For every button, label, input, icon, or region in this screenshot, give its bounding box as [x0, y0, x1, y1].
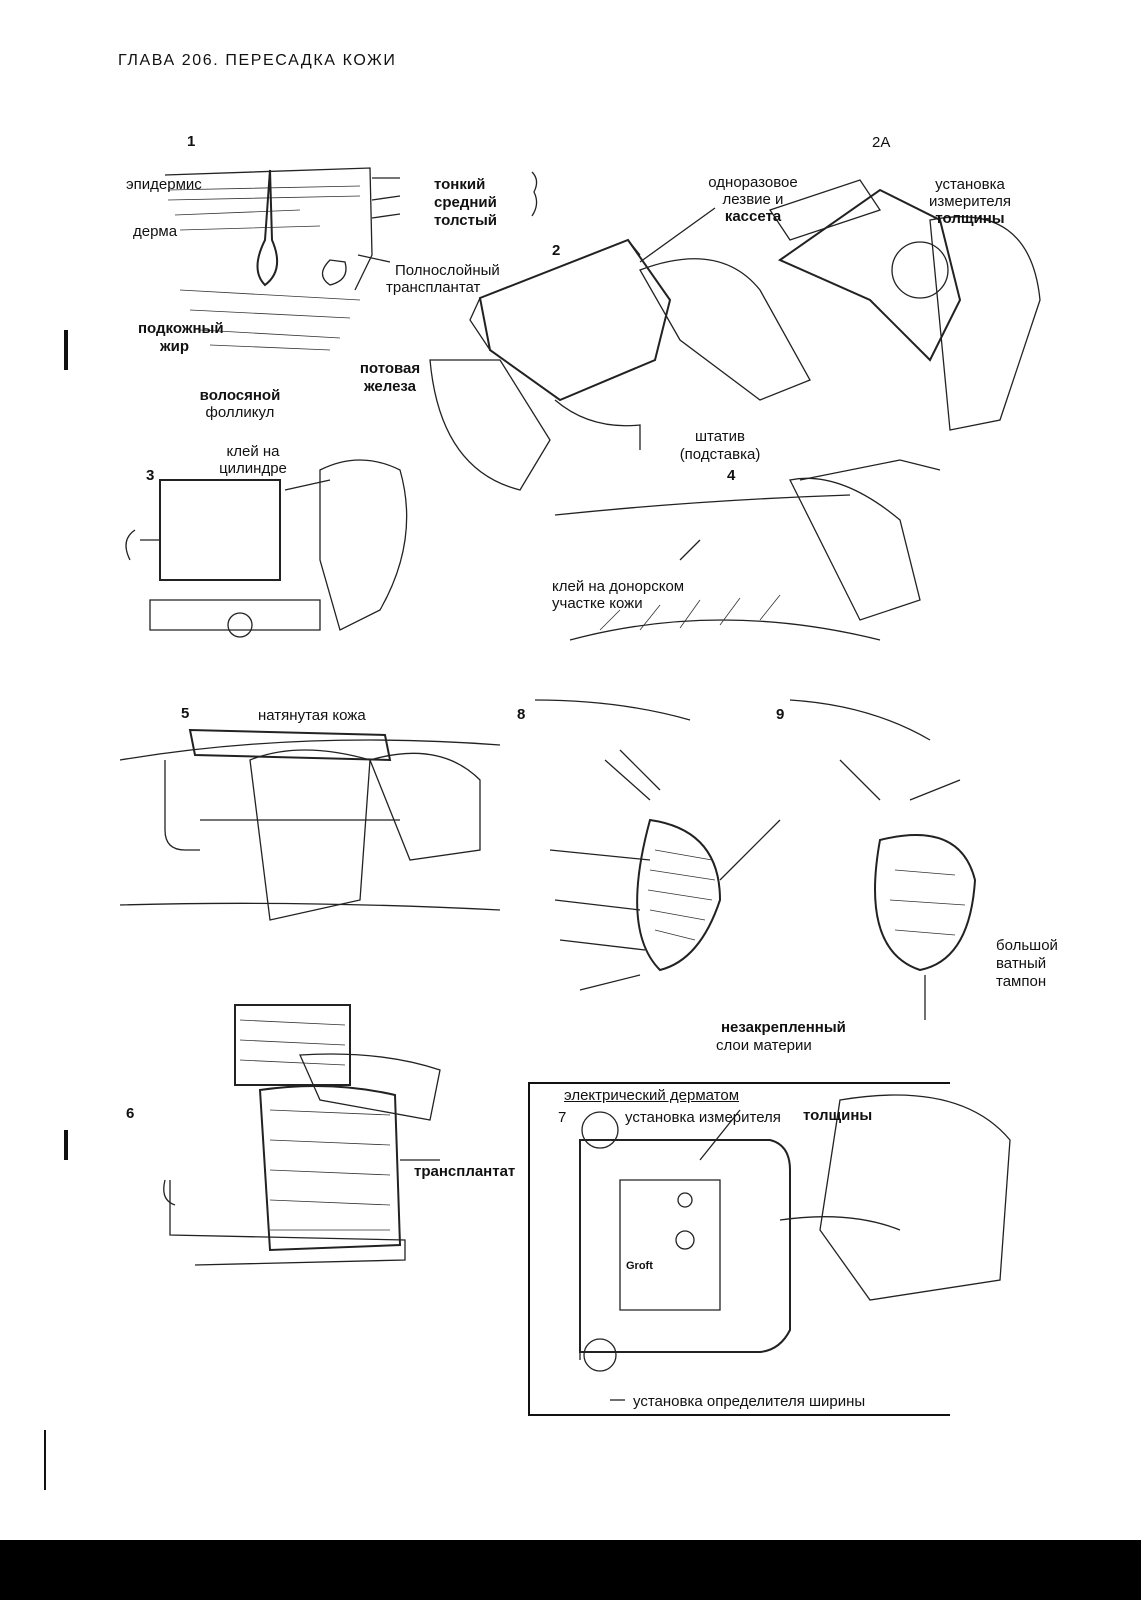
fig2a-gauge — [768, 179, 1041, 431]
fig3-number: 3 — [146, 467, 155, 484]
fig7-electric-dermatome — [579, 1094, 1011, 1401]
fig2a-gauge-line2: измерителя — [928, 193, 1012, 210]
fig4-glue-line1: клей на донорском — [552, 578, 685, 595]
fig1-number: 1 — [187, 133, 196, 150]
fig3-glue-line2: цилиндре — [219, 460, 287, 477]
chapter-title: ГЛАВА 206. ПЕРЕСАДКА КОЖИ — [118, 52, 397, 69]
fig1-medium-label: средний — [434, 194, 497, 211]
fig9-tampon-line1: большой — [996, 937, 1058, 954]
fig2a-gauge-line1: установка — [935, 176, 1005, 193]
fig7-gauge-bold-label: толщины — [803, 1107, 873, 1124]
margin-mark-2 — [64, 1130, 68, 1160]
margin-mark-1 — [64, 330, 68, 370]
fig9-tampon-line2: ватный — [996, 955, 1047, 972]
split-brace — [531, 171, 538, 217]
fig2-stand-line1: штатив — [695, 428, 745, 445]
fig1-epidermis-label: эпидермис — [126, 176, 202, 193]
fig2a-number: 2А — [872, 134, 891, 151]
fig8-loose-line2: слои материи — [716, 1037, 812, 1054]
fig8-loose-line1: незакрепленный — [721, 1019, 846, 1036]
fig1-fat-line2: жир — [160, 338, 190, 355]
fig2-stand-line2: (подставка) — [679, 446, 761, 463]
fig4-glue-line2: участке кожи — [552, 595, 643, 612]
fig7-brand-label: Groft — [626, 1260, 653, 1272]
fig6-graft-label: трансплантат — [414, 1163, 516, 1180]
fig4-donor-site — [554, 459, 941, 641]
fig9-tampon-line3: тампон — [996, 973, 1047, 990]
fig6-graft-roller — [163, 1004, 441, 1266]
fig2-dermatome — [429, 207, 811, 491]
fig1-sweat-line2: железа — [363, 378, 417, 395]
fig9-cotton-tampon — [789, 699, 977, 1020]
fig1-full-thickness-line2: трансплантат — [386, 279, 481, 296]
fig1-hair-line1: волосяной — [199, 387, 281, 404]
fig5-number: 5 — [181, 705, 190, 722]
fig2-blade-line1: одноразовое — [708, 174, 798, 191]
fig2-blade-line2: лезвие и — [722, 191, 784, 208]
fig1-hair-line2: фолликул — [205, 404, 275, 421]
fig5-taut-label: натянутая кожа — [258, 707, 366, 724]
fig2-blade-line3: кассета — [724, 208, 782, 225]
fig3-cylinder — [125, 459, 408, 638]
fig1-thick-label: толстый — [434, 212, 497, 229]
fig8-number: 8 — [517, 706, 526, 723]
fig7-frame — [528, 1082, 950, 1416]
fig4-number: 4 — [727, 467, 736, 484]
fig2-number: 2 — [552, 242, 561, 259]
fig5-taut-skin — [119, 728, 501, 921]
fig1-dermis-label: дерма — [133, 223, 178, 240]
fig9-number: 9 — [776, 706, 785, 723]
fig3-glue-line1: клей на — [226, 443, 280, 460]
fig7-gauge-label: установка измерителя — [625, 1109, 781, 1126]
page-footer-bar — [0, 1540, 1141, 1600]
fig1-thin-label: тонкий — [434, 176, 486, 193]
fig7-width-label: установка определителя ширины — [633, 1393, 866, 1410]
fig1-fat-line1: подкожный — [138, 320, 224, 337]
fig2a-gauge-line3: толщины — [935, 210, 1005, 227]
fig6-number: 6 — [126, 1105, 135, 1122]
fig1-full-thickness-line1: Полнослойный — [395, 262, 500, 279]
fig1-sweat-line1: потовая — [359, 360, 421, 377]
fig8-sutured-graft — [534, 699, 781, 991]
margin-mark-3 — [44, 1430, 46, 1490]
fig7-number: 7 — [558, 1109, 567, 1126]
fig7-title: электрический дерматом — [564, 1087, 740, 1104]
fig1-skin-section — [164, 167, 401, 351]
